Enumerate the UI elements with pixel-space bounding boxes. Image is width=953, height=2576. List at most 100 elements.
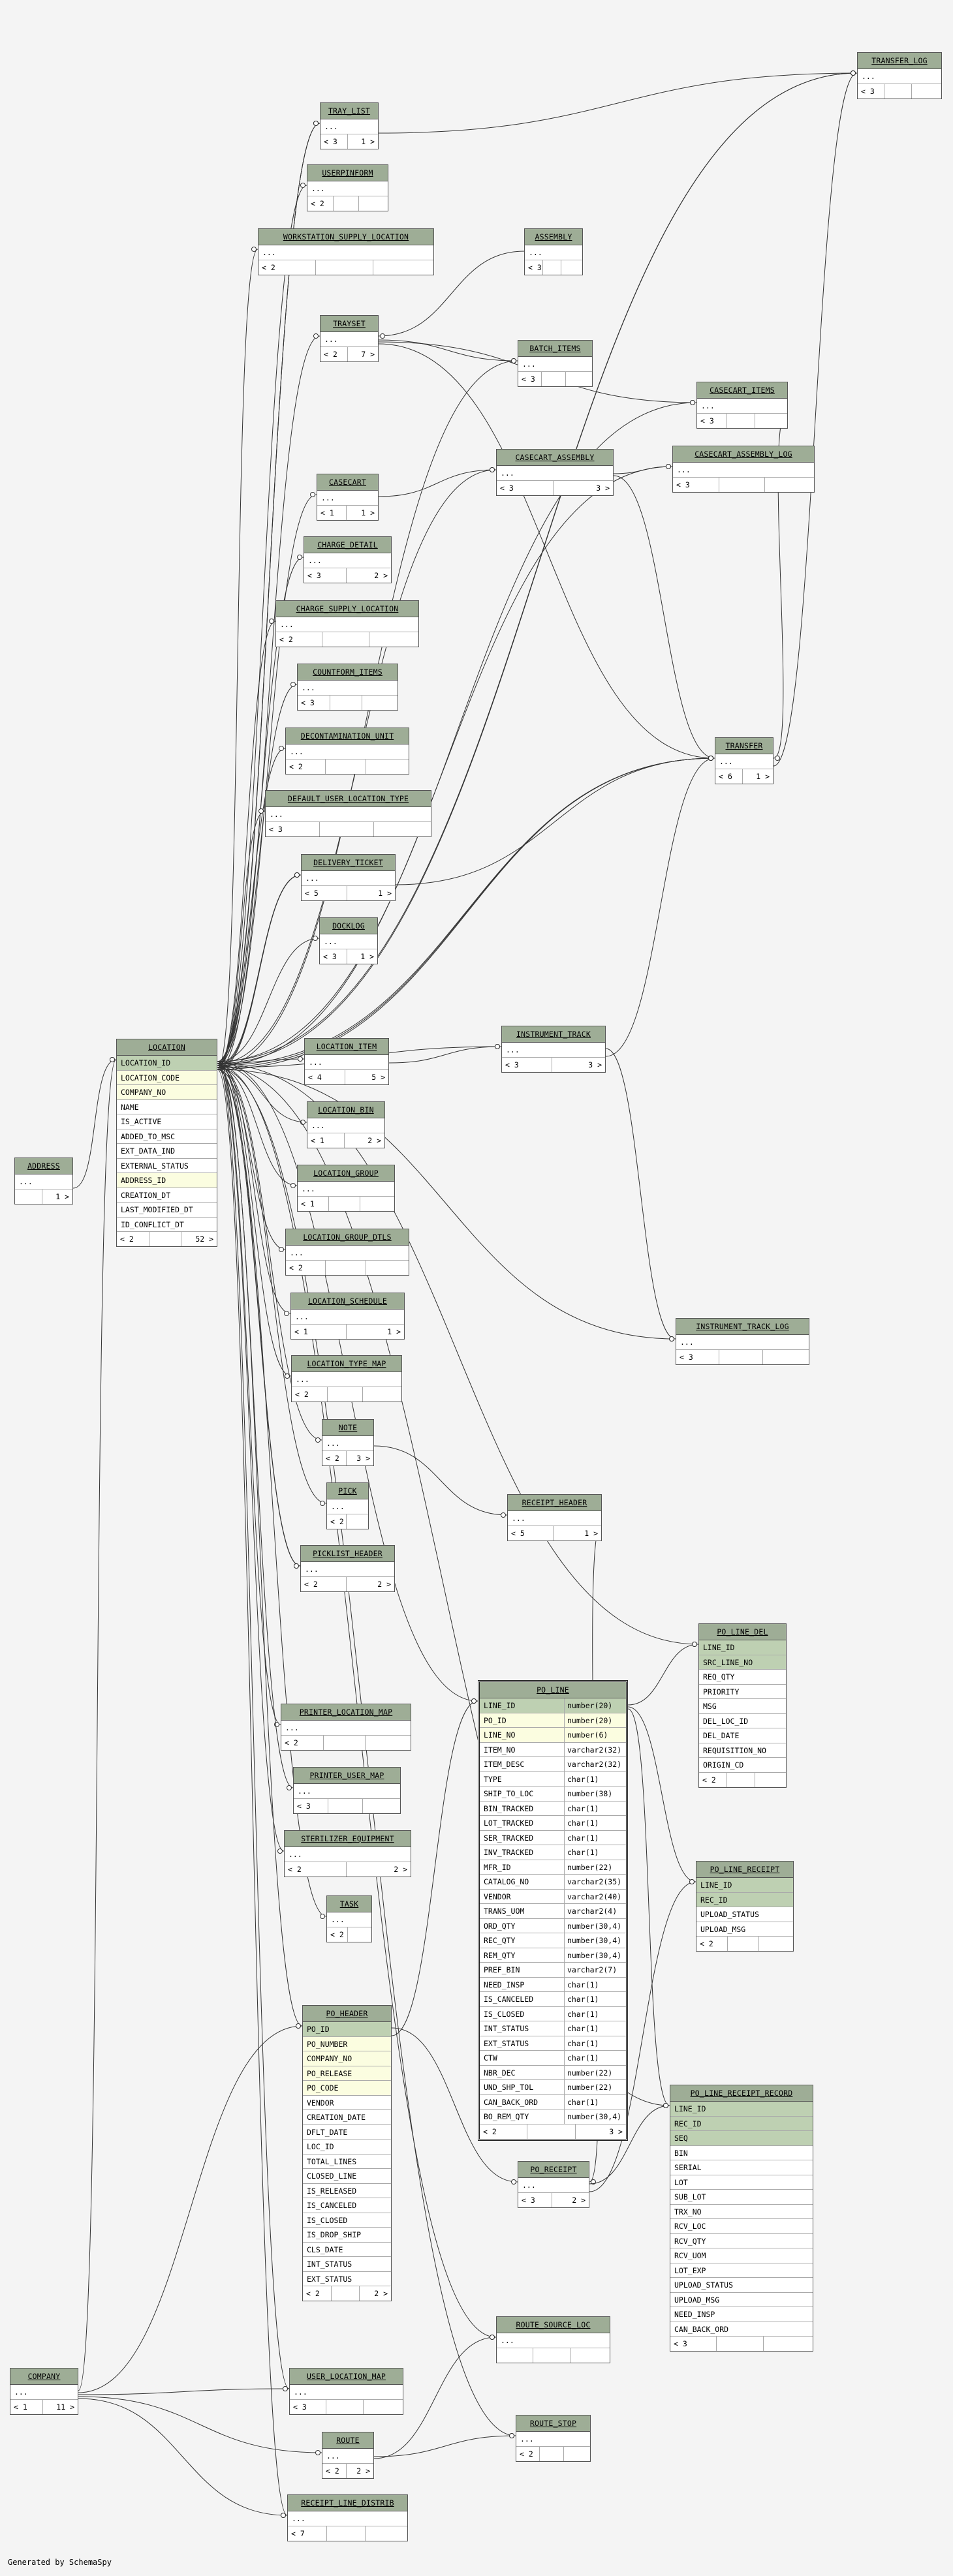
table-header[interactable]: PRINTER_USER_MAP (294, 1768, 400, 1784)
table-header[interactable]: PRINTER_LOCATION_MAP (281, 1704, 411, 1721)
table-header[interactable]: ROUTE_SOURCE_LOC (497, 2317, 610, 2333)
table-header[interactable]: PO_LINE (480, 1682, 626, 1698)
instrument-track-log-table[interactable]: INSTRUMENT_TRACK_LOG...< 3 (676, 1318, 809, 1365)
table-header[interactable]: TRANSFER (715, 738, 773, 754)
table-header[interactable]: RECEIPT_LINE_DISTRIB (288, 2495, 407, 2511)
location-group-dtls-table[interactable]: LOCATION_GROUP_DTLS...< 2 (285, 1229, 409, 1276)
table-header[interactable]: PO_RECEIPT (518, 2162, 589, 2178)
table-header[interactable]: ROUTE (322, 2432, 373, 2449)
countform-items-table[interactable]: COUNTFORM_ITEMS...< 3 (297, 664, 398, 711)
table-header[interactable]: COUNTFORM_ITEMS (298, 664, 398, 681)
table-header[interactable]: USERPINFORM (307, 165, 388, 181)
table-header[interactable]: PICK (327, 1483, 368, 1499)
column-type: varchar2(32) (567, 1745, 622, 1755)
table-header[interactable]: CHARGE_SUPPLY_LOCATION (276, 601, 418, 617)
default-user-loc-type-table[interactable]: DEFAULT_USER_LOCATION_TYPE...< 3 (265, 790, 431, 837)
table-header[interactable]: CASECART_ITEMS (697, 382, 787, 399)
batch-items-table[interactable]: BATCH_ITEMS...< 3 (518, 340, 593, 387)
table-header[interactable]: LOCATION (117, 1039, 217, 1056)
ws-supply-loc-table[interactable]: WORKSTATION_SUPPLY_LOCATION...< 2 (258, 228, 434, 275)
route-source-loc-table[interactable]: ROUTE_SOURCE_LOC... (496, 2316, 610, 2363)
table-header[interactable]: WORKSTATION_SUPPLY_LOCATION (258, 229, 433, 245)
assembly-table[interactable]: ASSEMBLY...< 3 (524, 228, 583, 275)
address-table[interactable]: ADDRESS...1 > (14, 1158, 73, 1204)
table-header[interactable]: CHARGE_DETAIL (304, 537, 391, 553)
receipt-line-distrib-table[interactable]: RECEIPT_LINE_DISTRIB...< 7 (287, 2494, 408, 2541)
charge-supply-loc-table[interactable]: CHARGE_SUPPLY_LOCATION...< 2 (275, 600, 419, 647)
decon-unit-table[interactable]: DECONTAMINATION_UNIT...< 2 (285, 728, 409, 774)
casecart-items-table[interactable]: CASECART_ITEMS...< 3 (696, 382, 788, 429)
table-header[interactable]: LOCATION_ITEM (305, 1039, 388, 1055)
table-header[interactable]: RECEIPT_HEADER (508, 1495, 601, 1511)
table-header[interactable]: STERILIZER_EQUIPMENT (285, 1831, 411, 1847)
table-header[interactable]: CASECART_ASSEMBLY (497, 450, 613, 466)
table-header[interactable]: DEFAULT_USER_LOCATION_TYPE (266, 791, 431, 807)
table-header[interactable]: ADDRESS (15, 1158, 72, 1174)
table-header[interactable]: DOCKLOG (320, 918, 377, 934)
table-header[interactable]: LOCATION_SCHEDULE (291, 1293, 404, 1310)
route-stop-table[interactable]: ROUTE_STOP...< 2 (516, 2415, 591, 2462)
table-header[interactable]: PO_LINE_RECEIPT_RECORD (670, 2085, 813, 2102)
table-header[interactable]: ROUTE_STOP (516, 2415, 590, 2432)
table-header[interactable]: NOTE (322, 1420, 373, 1436)
location-type-map-table[interactable]: LOCATION_TYPE_MAP...< 2 (291, 1355, 402, 1402)
pick-table[interactable]: PICK...< 2 (326, 1482, 369, 1529)
table-header[interactable]: TRAYSET (320, 316, 378, 332)
table-header[interactable]: INSTRUMENT_TRACK (502, 1026, 605, 1043)
user-location-map-table[interactable]: USER_LOCATION_MAP...< 3 (289, 2368, 403, 2415)
table-header[interactable]: DECONTAMINATION_UNIT (286, 728, 409, 744)
table-header[interactable]: BATCH_ITEMS (518, 341, 592, 357)
table-header[interactable]: LOCATION_BIN (307, 1102, 384, 1118)
table-header[interactable]: CASECART (317, 474, 378, 491)
table-header[interactable]: PO_LINE_DEL (699, 1624, 786, 1640)
table-header[interactable]: USER_LOCATION_MAP (290, 2369, 403, 2385)
table-header[interactable]: PICKLIST_HEADER (301, 1546, 394, 1562)
table-header[interactable]: COMPANY (10, 2369, 78, 2385)
table-header[interactable]: LOCATION_GROUP (298, 1165, 394, 1182)
printer-user-map-table[interactable]: PRINTER_USER_MAP...< 3 (293, 1767, 401, 1814)
task-table[interactable]: TASK...< 2 (326, 1895, 372, 1942)
table-header[interactable]: INSTRUMENT_TRACK_LOG (676, 1319, 809, 1335)
transfer-log-table[interactable]: TRANSFER_LOG...< 3 (857, 52, 942, 99)
table-header[interactable]: TRAY_LIST (320, 103, 378, 119)
table-header[interactable]: DELIVERY_TICKET (302, 855, 395, 871)
casecart-assembly-log-table[interactable]: CASECART_ASSEMBLY_LOG...< 3 (672, 446, 815, 493)
table-header[interactable]: LOCATION_TYPE_MAP (292, 1356, 401, 1372)
table-header[interactable]: LOCATION_GROUP_DTLS (286, 1229, 409, 1246)
table-header[interactable]: ASSEMBLY (525, 229, 582, 245)
table-header[interactable]: PO_HEADER (303, 2006, 391, 2022)
table-header[interactable]: CASECART_ASSEMBLY_LOG (673, 446, 814, 463)
location-group-table[interactable]: LOCATION_GROUP...< 1 (297, 1165, 395, 1212)
table-header[interactable]: TASK (327, 1896, 371, 1912)
userpinform-table[interactable]: USERPINFORM...< 2 (307, 164, 388, 211)
table-header[interactable]: PO_LINE_RECEIPT (696, 1862, 793, 1878)
footer-cell (719, 477, 766, 492)
table-header[interactable]: TRANSFER_LOG (858, 53, 941, 69)
printer-location-map-table[interactable]: PRINTER_LOCATION_MAP...< 2 (281, 1704, 411, 1751)
